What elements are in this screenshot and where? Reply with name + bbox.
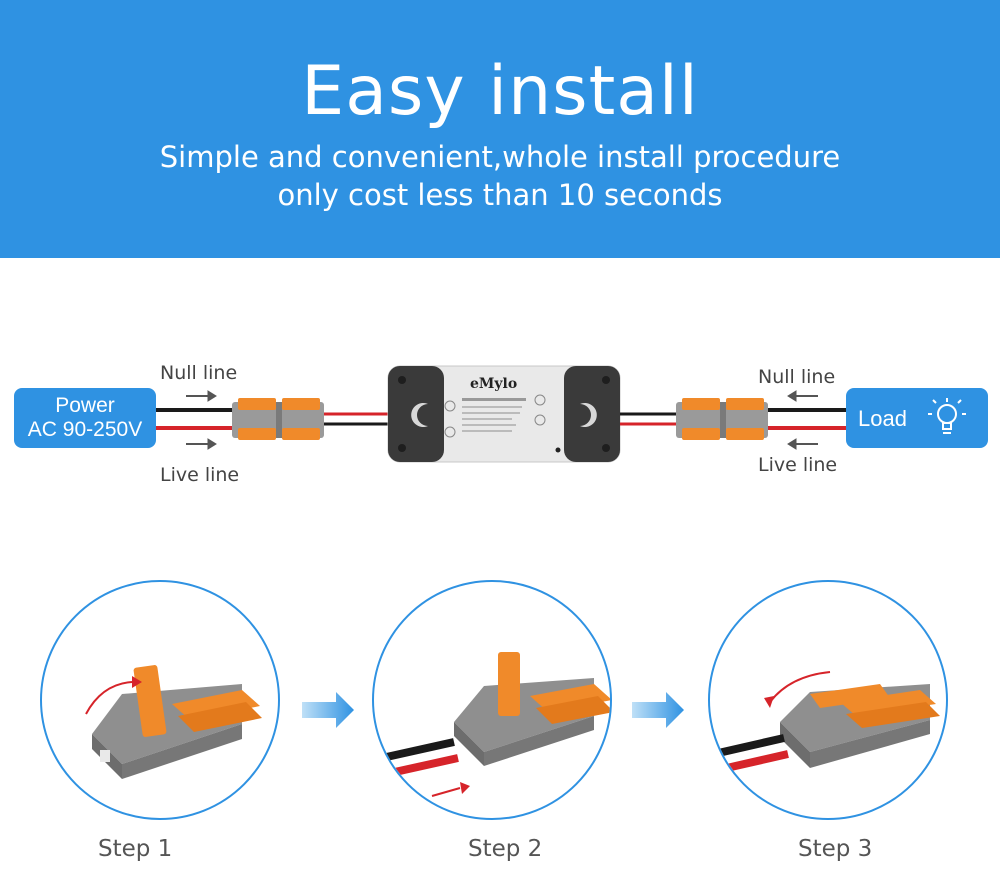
right-null-arrow-icon [787, 390, 818, 402]
page-title: Easy install [301, 52, 699, 131]
power-label: Power [55, 394, 115, 417]
smart-switch-device [387, 365, 621, 463]
step-2-label: Step 2 [468, 836, 543, 862]
left-lever-connector [232, 398, 324, 440]
wiring-graphic [156, 365, 846, 463]
right-lever-connector [676, 398, 768, 440]
subtitle-line-2: only cost less than 10 seconds [277, 178, 723, 212]
load-label: Load [858, 406, 907, 431]
header-banner: Easy install Simple and convenient,whole… [0, 0, 1000, 258]
step-1-label: Step 1 [98, 836, 173, 862]
light-bulb-icon [928, 398, 966, 434]
wiring-diagram: Power AC 90-250V Null line Live line Nul… [0, 340, 1000, 500]
step-arrow-2-icon [632, 692, 684, 728]
step-2-illustration [372, 580, 612, 820]
left-null-line-label: Null line [160, 362, 238, 384]
right-live-arrow-icon [787, 438, 818, 450]
step-3-illustration [708, 580, 948, 820]
device-brand-label: eMylo [470, 376, 518, 392]
step-3-label: Step 3 [798, 836, 873, 862]
step-1-illustration [40, 580, 280, 820]
power-voltage-label: AC 90-250V [27, 418, 143, 441]
left-live-arrow-icon [186, 438, 217, 450]
left-null-arrow-icon [186, 390, 217, 402]
load-box: Load [846, 388, 988, 448]
left-live-line-label: Live line [160, 464, 240, 486]
step-arrow-1-icon [302, 692, 354, 728]
right-null-line-label: Null line [758, 366, 836, 388]
right-live-line-label: Live line [758, 454, 838, 476]
subtitle-line-1: Simple and convenient,whole install proc… [159, 140, 841, 174]
power-source-box: Power AC 90-250V [14, 388, 156, 448]
